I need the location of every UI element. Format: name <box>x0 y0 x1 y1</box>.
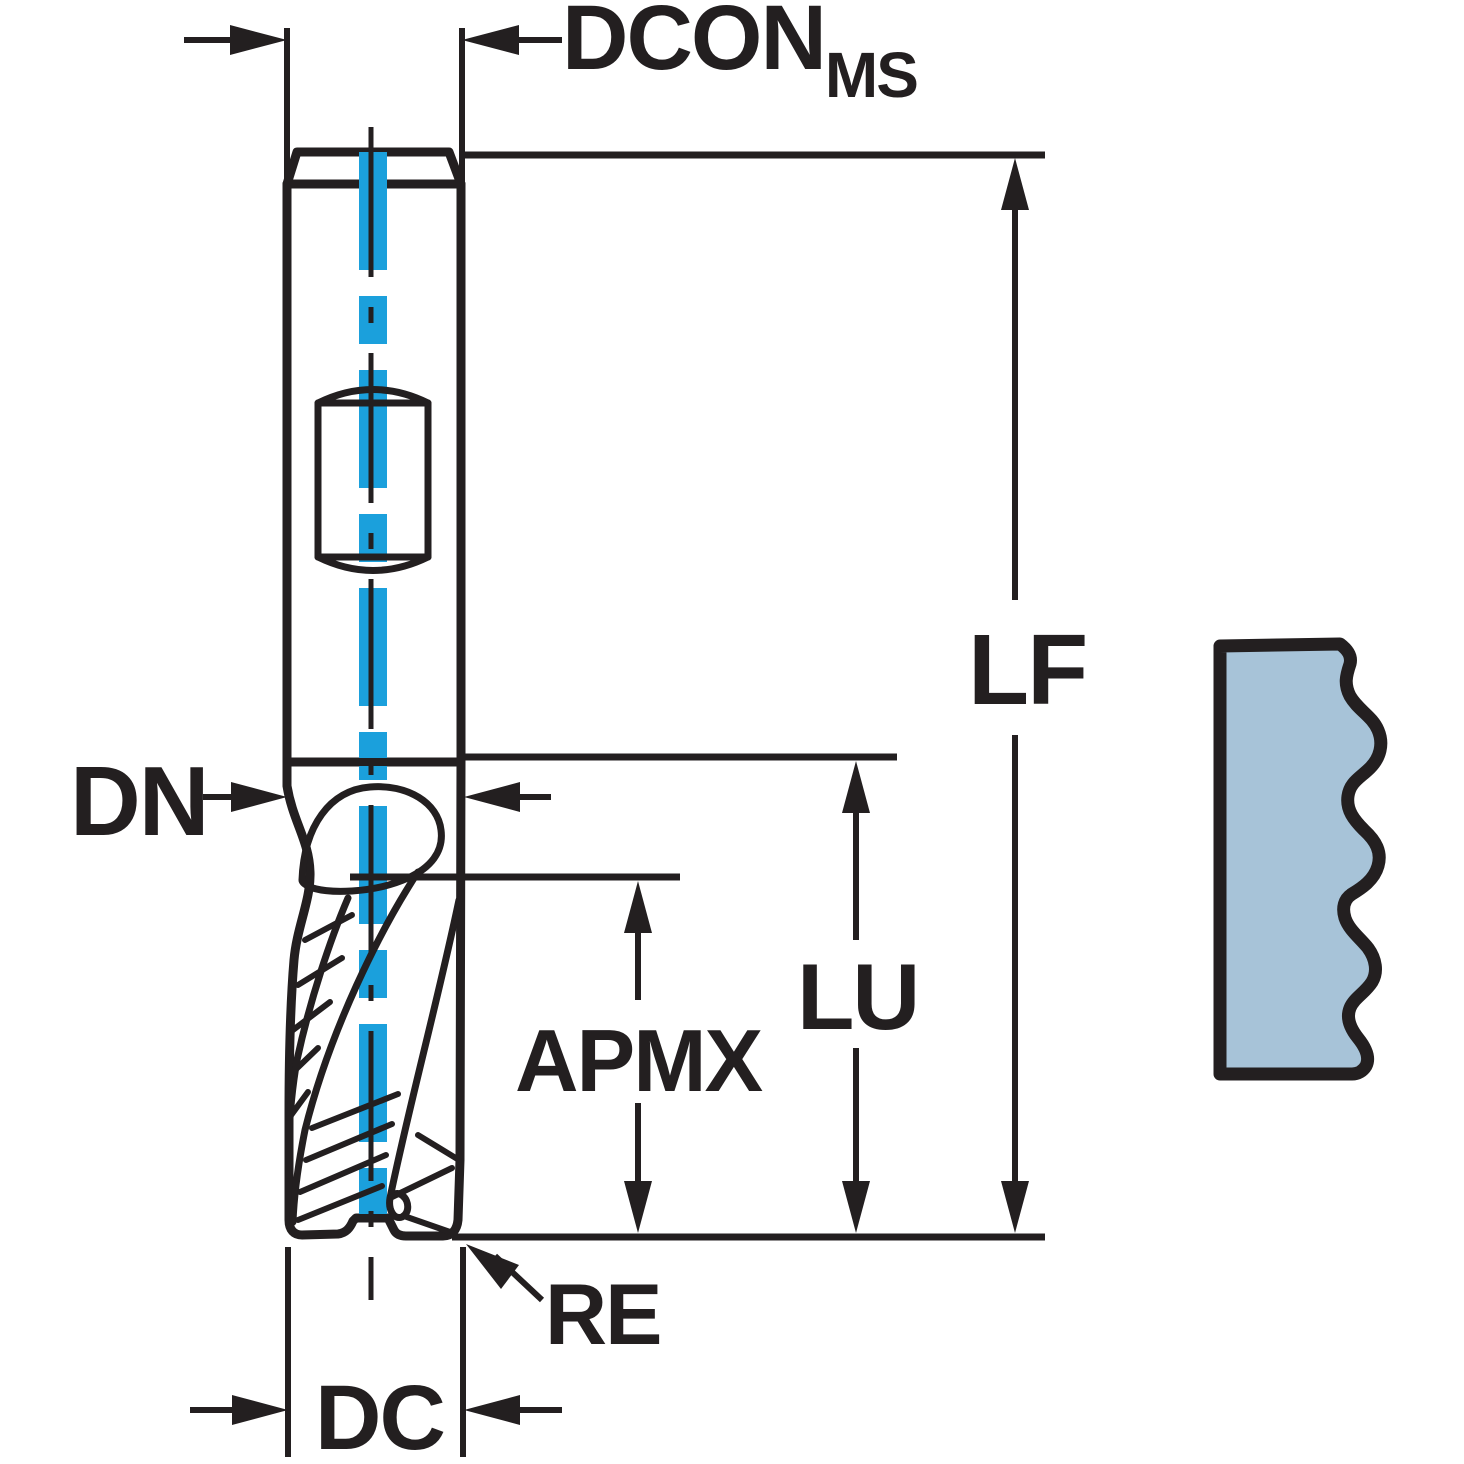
flute-hatching <box>286 912 401 1223</box>
re-leader <box>466 1244 545 1303</box>
dcon-label-main: DCON <box>562 0 827 89</box>
tip-facets <box>387 1132 462 1235</box>
dc-dimension <box>190 1247 562 1457</box>
lf-dimension <box>452 151 1045 1241</box>
dcon-dimension <box>184 25 562 193</box>
lu-dimension <box>461 753 897 1233</box>
workpiece-symbol <box>1213 637 1388 1081</box>
dn-dimension <box>203 782 551 812</box>
dcon-label: DCONMS <box>562 0 919 107</box>
apmx-dimension <box>350 873 680 1233</box>
flute-section <box>282 757 466 1241</box>
re-label: RE <box>545 1267 662 1363</box>
flute-runout-leaf <box>298 783 445 895</box>
dc-label: DC <box>315 1367 446 1464</box>
end-mill-tool <box>282 127 466 1300</box>
dcon-label-subscript: MS <box>824 39 919 111</box>
lf-label: LF <box>968 614 1088 726</box>
apmx-label: APMX <box>515 1011 763 1110</box>
flute-helix-art <box>284 783 463 1235</box>
dn-label: DN <box>70 746 210 856</box>
lu-label: LU <box>797 944 920 1049</box>
flute-edge-lower <box>284 894 352 1179</box>
flute-edge-upper <box>289 868 422 1226</box>
